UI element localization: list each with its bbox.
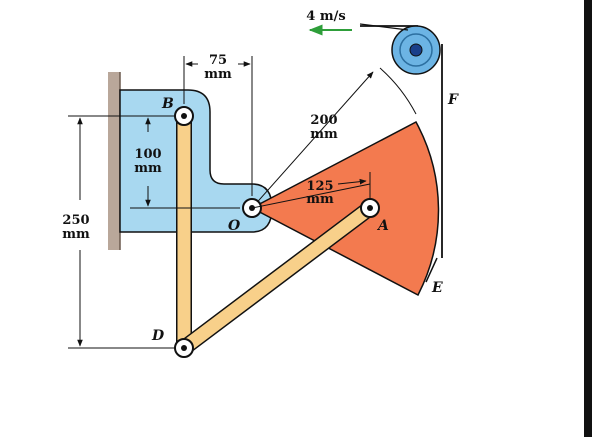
label-e: E [431, 280, 443, 296]
dim-100-value: 100 [134, 147, 161, 162]
dim-125-unit: mm [306, 192, 334, 207]
dim-100-unit: mm [134, 161, 162, 176]
dim-200-line [251, 71, 374, 209]
dim-75-unit: mm [204, 67, 232, 82]
dim-125-line [251, 183, 371, 209]
joint-a [360, 198, 380, 218]
dim-125-value: 125 [306, 179, 333, 194]
label-b: B [161, 96, 174, 112]
wall [108, 72, 120, 250]
dim-200-arc [379, 67, 417, 115]
joint-d [174, 338, 194, 358]
label-a: A [376, 218, 389, 234]
dim-200-unit: mm [310, 127, 338, 142]
dim-75-value: 75 [209, 53, 227, 68]
label-o: O [228, 218, 241, 234]
fixed-bracket [119, 89, 273, 233]
sector-plate [250, 120, 440, 297]
joint-b [174, 106, 194, 126]
dim-200-value: 200 [310, 113, 337, 128]
link-da [177, 201, 377, 355]
dim-250-value: 250 [62, 213, 89, 228]
label-d: D [151, 328, 165, 344]
dim-250-unit: mm [62, 227, 90, 242]
label-f: F [447, 92, 459, 108]
window-edge [584, 0, 592, 437]
velocity-label: 4 m/s [306, 9, 345, 24]
